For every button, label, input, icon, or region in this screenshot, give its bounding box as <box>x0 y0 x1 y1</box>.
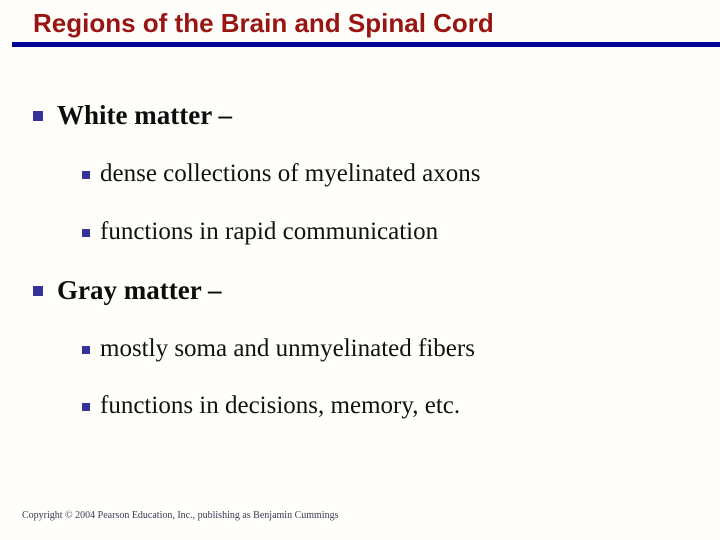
bullet-dense-collections: dense collections of myelinated axons <box>82 160 480 188</box>
square-bullet-icon <box>82 229 90 237</box>
square-bullet-icon <box>33 111 43 121</box>
bullet-text: dense collections of myelinated axons <box>100 160 481 187</box>
bullet-text: functions in rapid communication <box>100 218 439 245</box>
square-bullet-icon <box>82 403 90 411</box>
bullet-gray-matter: Gray matter – <box>33 275 221 305</box>
title-underline-rule <box>12 42 720 47</box>
copyright-line: Copyright © 2004 Pearson Education, Inc.… <box>22 510 339 521</box>
bullet-rapid-communication: functions in rapid communication <box>82 218 438 246</box>
square-bullet-icon <box>82 171 90 179</box>
bullet-mostly-soma: mostly soma and unmyelinated fibers <box>82 335 475 363</box>
bullet-functions-decisions: functions in decisions, memory, etc. <box>82 392 460 420</box>
slide-title: Regions of the Brain and Spinal Cord <box>33 8 494 38</box>
square-bullet-icon <box>33 286 43 296</box>
bullet-text: Gray matter – <box>57 275 222 305</box>
bullet-text: functions in decisions, memory, etc. <box>100 392 461 419</box>
bullet-text: mostly soma and unmyelinated fibers <box>100 335 475 362</box>
bullet-text: White matter – <box>57 100 232 130</box>
bullet-white-matter: White matter – <box>33 100 232 130</box>
square-bullet-icon <box>82 346 90 354</box>
